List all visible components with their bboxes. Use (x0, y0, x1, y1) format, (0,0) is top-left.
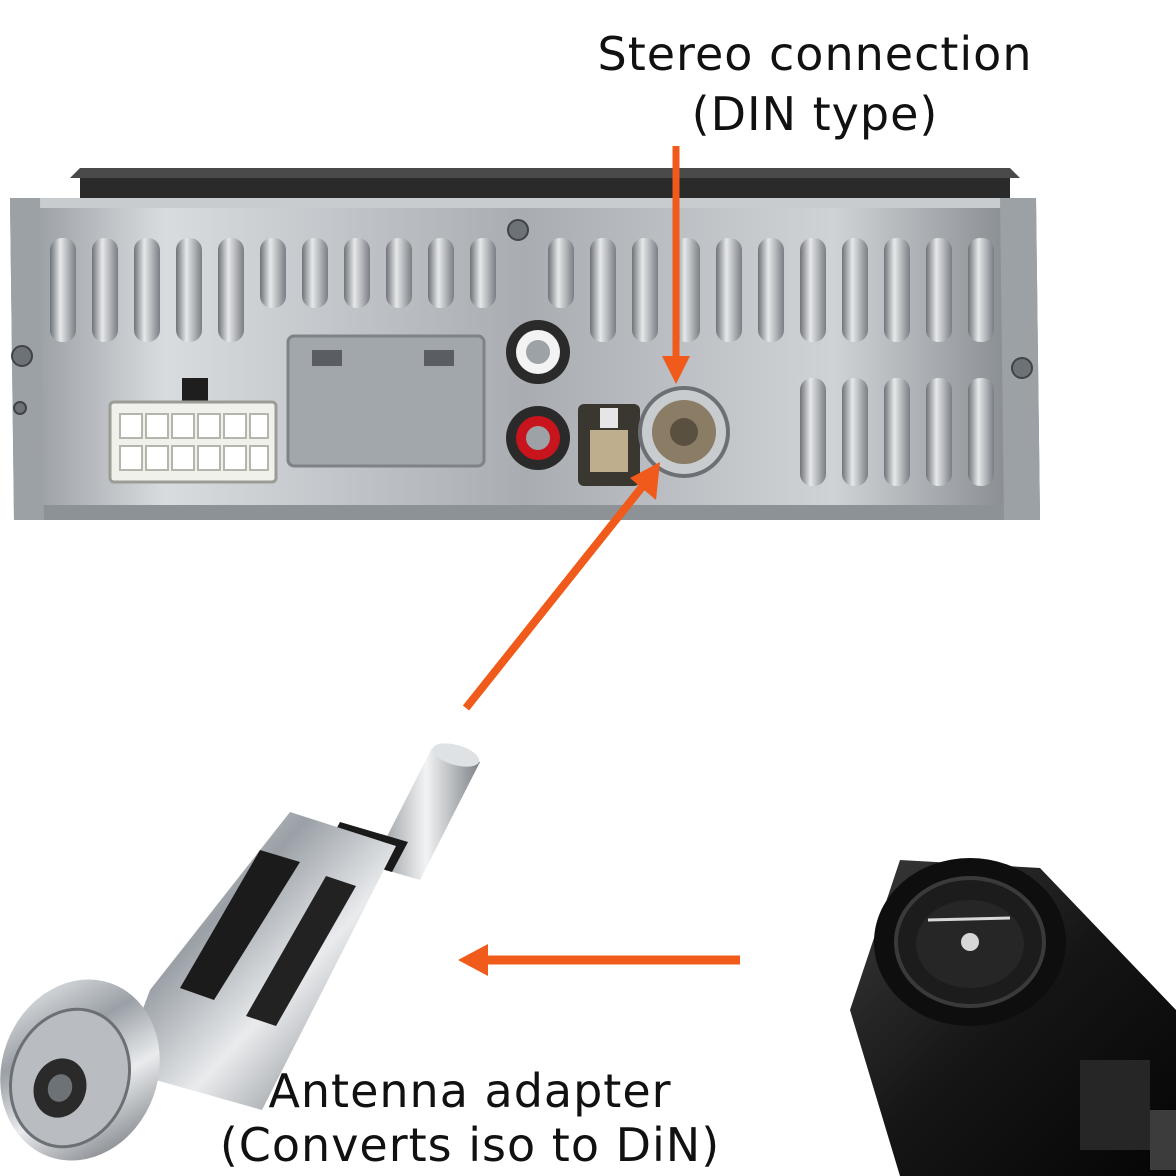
rca-jack-white (506, 320, 570, 384)
arrow-diagonal (462, 479, 650, 711)
stereo-connection-label: Stereo connection (DIN type) (560, 24, 1070, 144)
din-antenna-socket (638, 386, 730, 478)
stereo-connection-line1: Stereo connection (597, 27, 1033, 81)
stereo-connection-line2: (DIN type) (691, 87, 939, 141)
rca-jack-red (506, 406, 570, 470)
antenna-adapter-line2: (Converts iso to DiN) (219, 1118, 721, 1172)
antenna-adapter-line1: Antenna adapter (268, 1064, 672, 1118)
recessed-plate (286, 334, 486, 468)
iso-antenna-connector (850, 858, 1176, 1176)
car-radio (10, 168, 1040, 520)
square-plug (578, 404, 640, 486)
vent-slots-top (50, 238, 994, 342)
vent-slots-bottom (800, 378, 994, 486)
antenna-adapter-label: Antenna adapter (Converts iso to DiN) (190, 1064, 750, 1172)
arrows (458, 146, 740, 976)
iso-power-socket (108, 378, 278, 484)
din-adapter-plug (0, 743, 480, 1161)
